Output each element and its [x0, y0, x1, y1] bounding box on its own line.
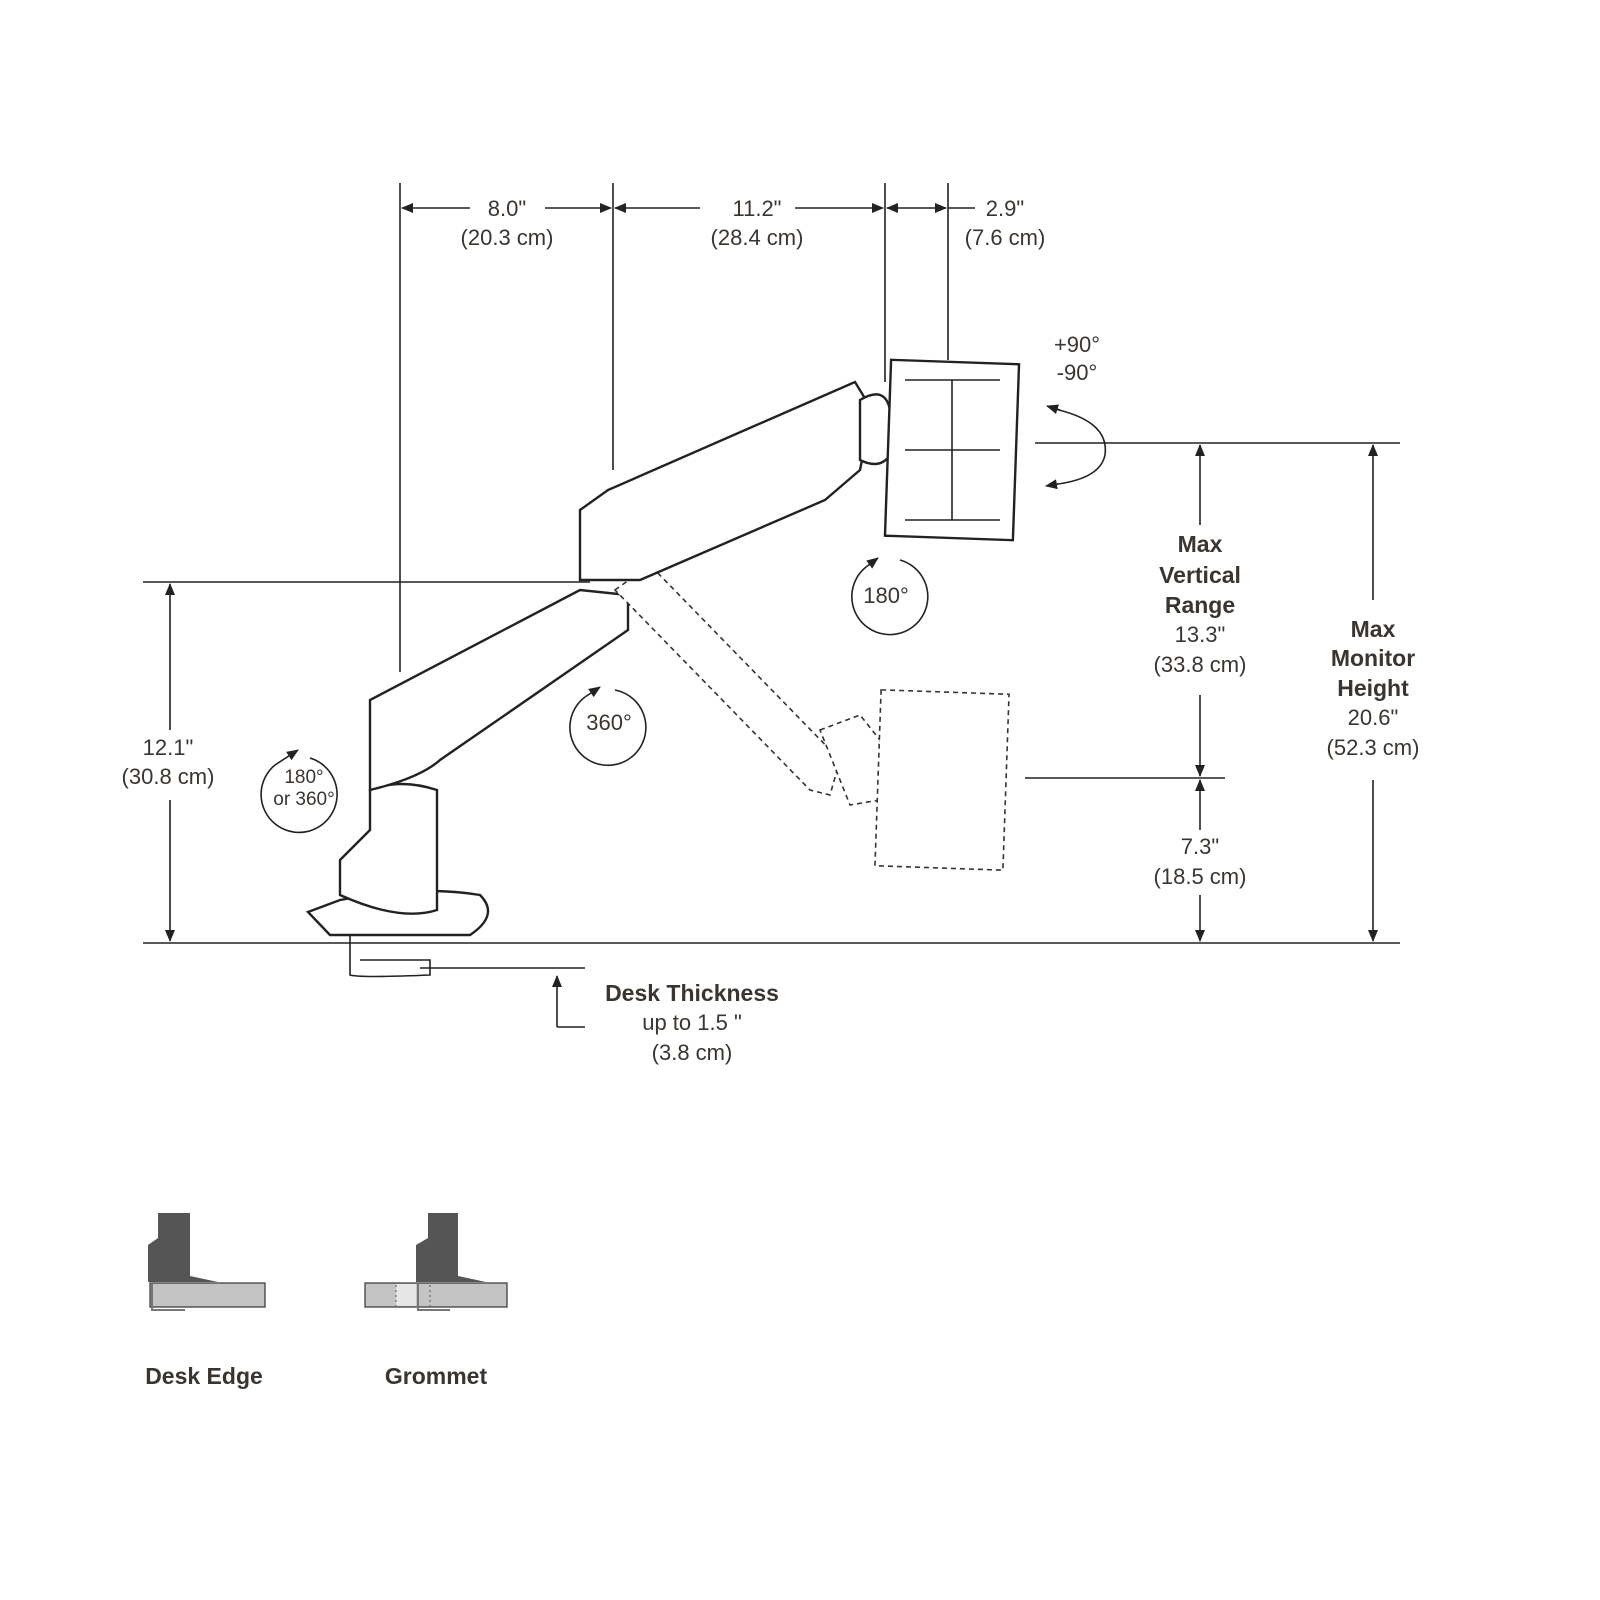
tilt-head-cm: (7.6 cm) — [965, 225, 1046, 250]
lower-arm-ghost — [613, 563, 841, 796]
desk-thickness-value: up to 1.5 " — [642, 1010, 742, 1035]
tilt-plus-label: +90° — [1054, 332, 1100, 357]
min-height-cm: (18.5 cm) — [1154, 864, 1247, 889]
max-vertical-range-cm: (33.8 cm) — [1154, 652, 1247, 677]
max-monitor-height-inches: 20.6" — [1348, 705, 1399, 730]
base-pole — [338, 782, 439, 915]
dimension-arrows — [165, 203, 1378, 1028]
desk-edge-mount-icon — [148, 1213, 266, 1311]
max-vertical-range-inches: 13.3" — [1175, 622, 1226, 647]
vesa-plate-lowered — [874, 688, 1010, 872]
upper-arm — [578, 380, 874, 582]
monitor-arm-illustration — [305, 358, 1021, 978]
base-rotation-label-2: or 360° — [273, 789, 334, 810]
tilt-joint — [858, 393, 892, 466]
extension-lines — [143, 183, 1400, 944]
desk-thickness-title: Desk Thickness — [605, 980, 779, 1006]
arm-rotation-label: 360° — [586, 710, 632, 735]
max-monitor-height-cm: (52.3 cm) — [1327, 735, 1420, 760]
arm1-inches: 8.0" — [488, 196, 526, 221]
mount-label-desk-edge: Desk Edge — [145, 1363, 263, 1389]
max-monitor-height-label-2: Monitor — [1331, 645, 1415, 671]
base-height-cm: (30.8 cm) — [122, 764, 215, 789]
min-height-inches: 7.3" — [1181, 834, 1219, 859]
max-monitor-height-label-3: Height — [1337, 675, 1409, 701]
lower-arm — [368, 588, 630, 792]
base-rotation-label-1: 180° — [284, 767, 323, 788]
base-height-inches: 12.1" — [143, 735, 194, 760]
arm2-cm: (28.4 cm) — [711, 225, 804, 250]
max-vertical-range-label-1: Max — [1178, 531, 1223, 557]
max-monitor-height-label-1: Max — [1351, 616, 1396, 642]
desk-thickness-cm: (3.8 cm) — [652, 1040, 733, 1065]
tilt-joint-ghost — [818, 714, 881, 806]
arm1-cm: (20.3 cm) — [461, 225, 554, 250]
tilt-head-inches: 2.9" — [986, 196, 1024, 221]
rotation-indicators — [260, 404, 1107, 834]
grommet-mount-icon — [364, 1213, 508, 1311]
arm2-inches: 11.2" — [733, 196, 782, 221]
mount-label-grommet: Grommet — [385, 1363, 488, 1389]
max-vertical-range-label-2: Vertical — [1159, 562, 1241, 588]
max-vertical-range-label-3: Range — [1165, 592, 1235, 618]
head-rotation-label: 180° — [863, 583, 909, 608]
tilt-minus-label: -90° — [1057, 360, 1098, 385]
